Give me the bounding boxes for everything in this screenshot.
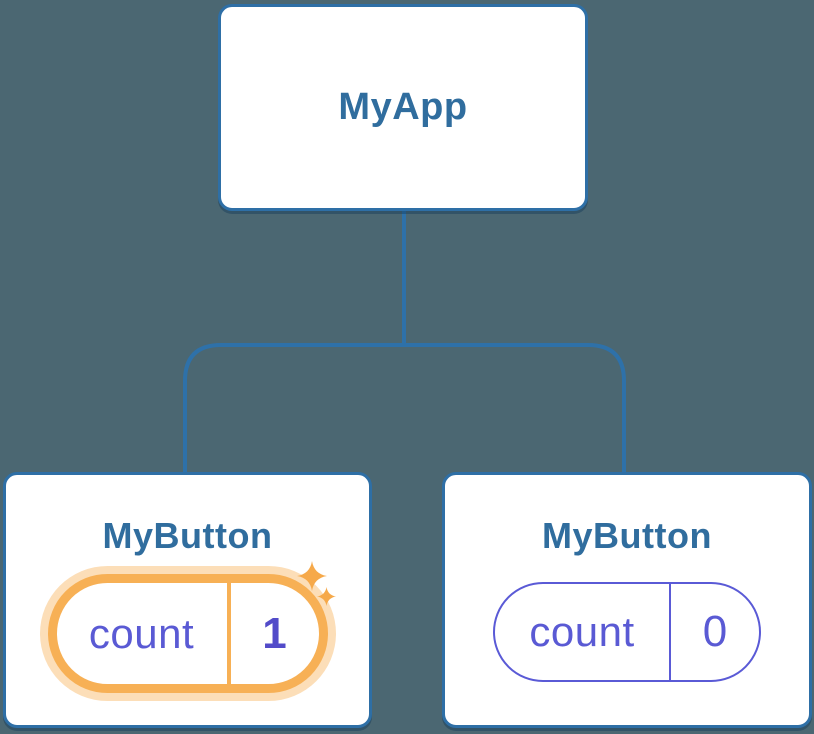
state-value-cell: 1 (231, 583, 319, 684)
pill-divider (669, 584, 671, 681)
pill-divider (226, 583, 231, 685)
tree-node-myapp: MyApp (218, 4, 588, 211)
tree-node-mybutton-1: MyButton count 1 (3, 472, 372, 728)
state-pill-highlighted: count 1 (47, 561, 336, 694)
state-label: count (529, 608, 635, 656)
state-label: count (88, 609, 195, 657)
state-value: 0 (702, 607, 728, 657)
node-title: MyButton (542, 515, 712, 556)
state-label-cell: count (495, 584, 669, 680)
sparkle-small-icon (316, 587, 336, 607)
node-title: MyApp (338, 85, 468, 128)
state-pill: count 0 (493, 582, 761, 683)
state-value-cell: 0 (671, 584, 759, 680)
state-value: 1 (262, 608, 287, 658)
node-title: MyButton (102, 515, 273, 556)
tree-node-mybutton-2: MyButton count 0 (442, 472, 812, 728)
state-label-cell: count (57, 583, 227, 684)
